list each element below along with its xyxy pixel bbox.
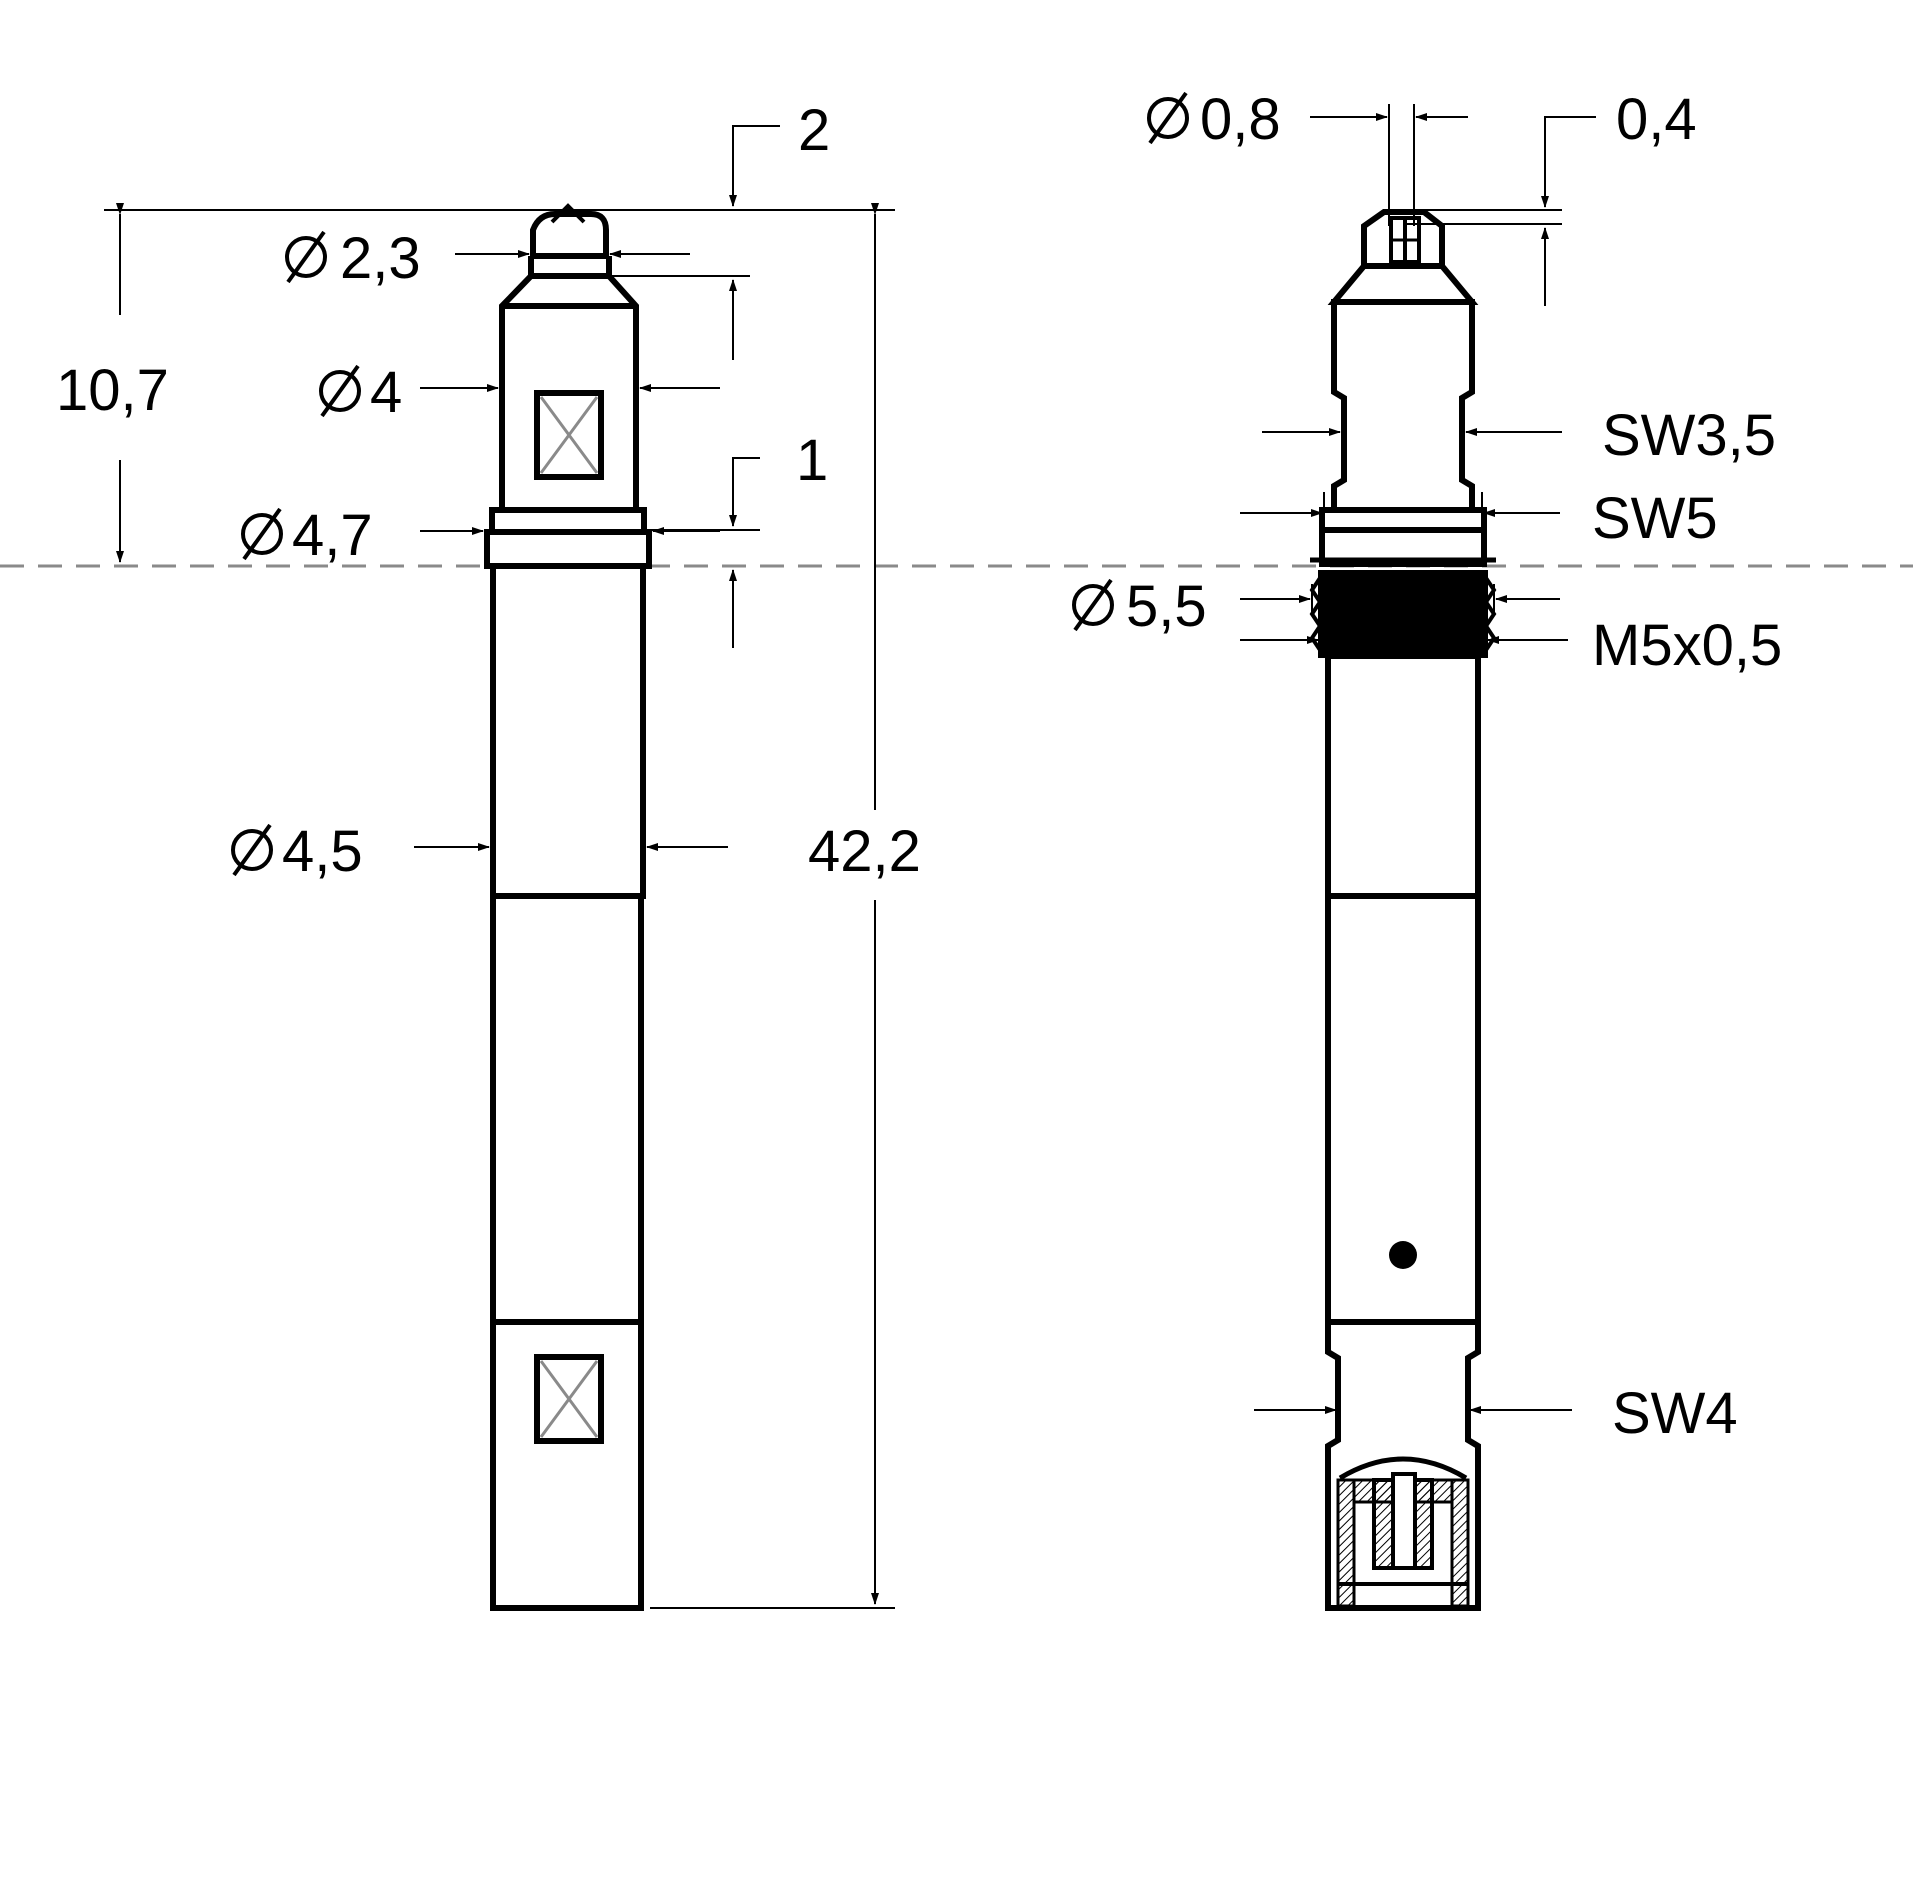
- right-cutaway-right-wall: [1450, 1478, 1470, 1608]
- right-view: 0,8 0,4 SW3,5 SW5 5,5 M5x0,5 SW4: [1072, 87, 1782, 1611]
- right-upper-body: [1331, 299, 1475, 513]
- right-cutaway-pin: [1391, 1472, 1417, 1570]
- right-cutaway-left-wall: [1336, 1478, 1356, 1608]
- label-d4-7: 4,7: [292, 503, 373, 568]
- label-m5x0-5: M5x0,5: [1592, 613, 1782, 678]
- label-d0-8: 0,8: [1200, 87, 1281, 152]
- right-cutaway-dome: [1338, 1456, 1468, 1481]
- left-window-upper: [534, 390, 604, 480]
- label-42-2: 42,2: [808, 819, 921, 884]
- left-flange: [484, 529, 652, 569]
- label-sw3-5: SW3,5: [1602, 403, 1776, 468]
- label-0-4: 0,4: [1616, 87, 1697, 152]
- right-thread: [1318, 570, 1488, 658]
- diameter-symbol: [1072, 578, 1114, 632]
- left-view: 2 2,3 10,7 4 1 4,7 4,5 42,2: [56, 98, 921, 1611]
- left-window-lower: [534, 1354, 604, 1444]
- label-sw5: SW5: [1592, 486, 1718, 551]
- diameter-symbol: [231, 823, 273, 877]
- left-tip-cap: [530, 211, 609, 259]
- label-1: 1: [796, 428, 828, 493]
- right-sw4-section: [1325, 1319, 1481, 1611]
- right-marker-dot: [1389, 1241, 1417, 1269]
- left-body-section-1: [490, 563, 646, 899]
- label-2: 2: [798, 98, 830, 163]
- label-d2-3: 2,3: [340, 226, 421, 291]
- label-10-7: 10,7: [56, 358, 169, 423]
- diameter-symbol: [319, 364, 361, 418]
- diameter-symbol: [241, 507, 283, 561]
- label-sw4: SW4: [1612, 1381, 1738, 1446]
- label-d5-5: 5,5: [1126, 574, 1207, 639]
- label-d4-5: 4,5: [282, 819, 363, 884]
- left-tip-point: [550, 203, 586, 224]
- diameter-symbol: [285, 230, 327, 284]
- left-body-section-3: [490, 1319, 644, 1611]
- left-body-section-2: [490, 893, 644, 1325]
- right-cone: [1327, 263, 1479, 305]
- left-collar: [489, 507, 647, 535]
- right-body-section-1: [1325, 653, 1481, 899]
- label-d4: 4: [370, 360, 402, 425]
- diameter-symbol: [1147, 91, 1189, 145]
